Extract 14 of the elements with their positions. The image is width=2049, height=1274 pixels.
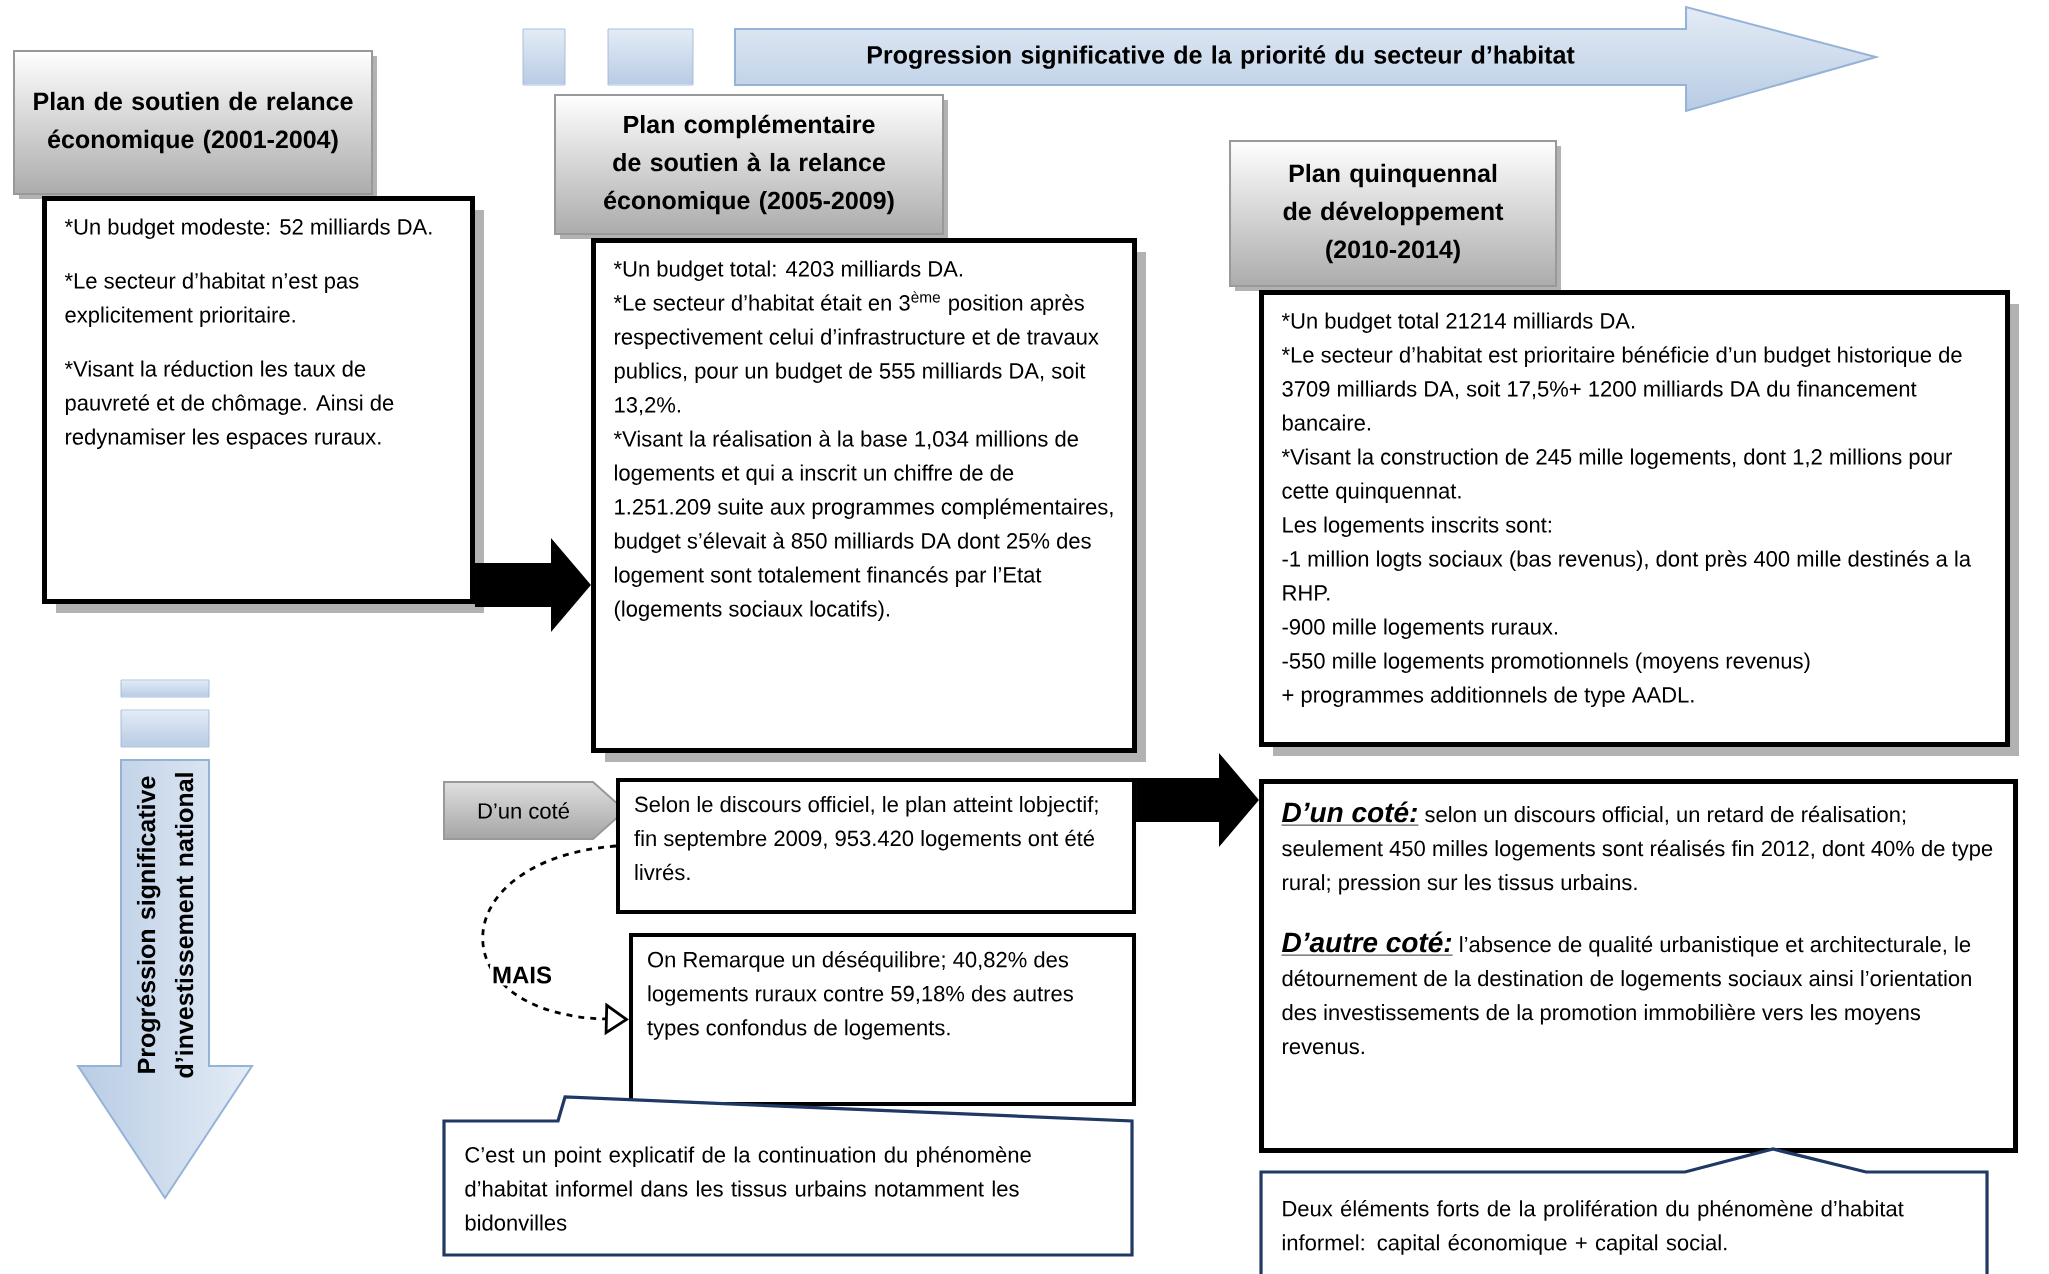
text-box: *Un budget modeste: 52 milliards DA. *Le secteur d’habitat n’est pas explicitement prioritaire. *Visant la réduction les taux de pauvreté et de chômage. Ainsi de redynamiser les espaces ruraux. — [42, 196, 484, 613]
plan-title-box: Plan quinquennal de développement (2010-2014) — [1229, 140, 1561, 291]
node-label: C’est un point explicatif de la continuation du phénomène d’habitat informel dans les tissus urbains notamment les bidonvilles — [465, 1146, 1031, 1231]
callout-box: Deux éléments forts de la prolifération du phénomène d’habitat informel: capital économique + capital social. — [1259, 1147, 1989, 1274]
pointer-label: D’un coté — [443, 781, 627, 840]
plan-title-box: Plan de soutien de relance économique (2001-2004) — [13, 50, 377, 199]
plan-title-box: Plan complémentaire de soutien à la relance économique (2005-2009) — [554, 94, 948, 239]
edge-label: MAIS — [490, 964, 554, 986]
text-box: *Un budget total 21214 milliards DA. *Le secteur d’habitat est prioritaire bénéficie d’un budget historique de 3709 milliards DA, soit 17,5%+ 1200 milliards DA du financement bancaire. *Visant la construction de 245 mille logements, dont 1,2 millions pour cette quinquennat. Les logements inscrits sont: -1 million logts sociaux (bas revenus), dont près 400 mille destinés a la RHP. -900 mille logements ruraux. -550 mille logements promotionnels (moyens revenus) + programmes additionnels de type AADL. — [1259, 290, 2020, 756]
callout-box: C’est un point explicatif de la continuation du phénomène d’habitat informel dans les tissus urbains notamment les bidonvilles — [442, 1095, 1134, 1257]
text-box: Selon le discours officiel, le plan atteint lobjectif; fin septembre 2009, 953.420 logements ont été livrés. — [616, 778, 1136, 914]
text-box: D’un coté: selon un discours official, un retard de réalisation; seulement 450 milles logements sont réalisés fin 2012, dont 40% de type rural; pression sur les tissus urbains. D’autre coté: l’absence de qualité urbanistique et architecturale, le détournement de la destination de logements sociaux ainsi l’orientation des investissements de la promotion immobilière vers les moyens revenus. — [1259, 779, 2018, 1153]
text-box: *Un budget total: 4203 milliards DA. *Le secteur d’habitat était en 3$^{ème}$ position après respectivement celui d’infrastructure et de travaux publics, pour un budget de 555 milliards DA, soit 13,2%. *Visant la réalisation à la base 1,034 millions de logements et qui a inscrit un chiffre de de 1.251.209 suite aux programmes complémentaires, budget s’élevait à 850 milliards DA dont 25% des logement sont totalement financés par l’Etat (logements sociaux locatifs). — [591, 238, 1146, 762]
text-box: On Remarque un déséquilibre; 40,82% des logements ruraux contre 59,18% des autres types confondus de logements. — [629, 933, 1136, 1106]
